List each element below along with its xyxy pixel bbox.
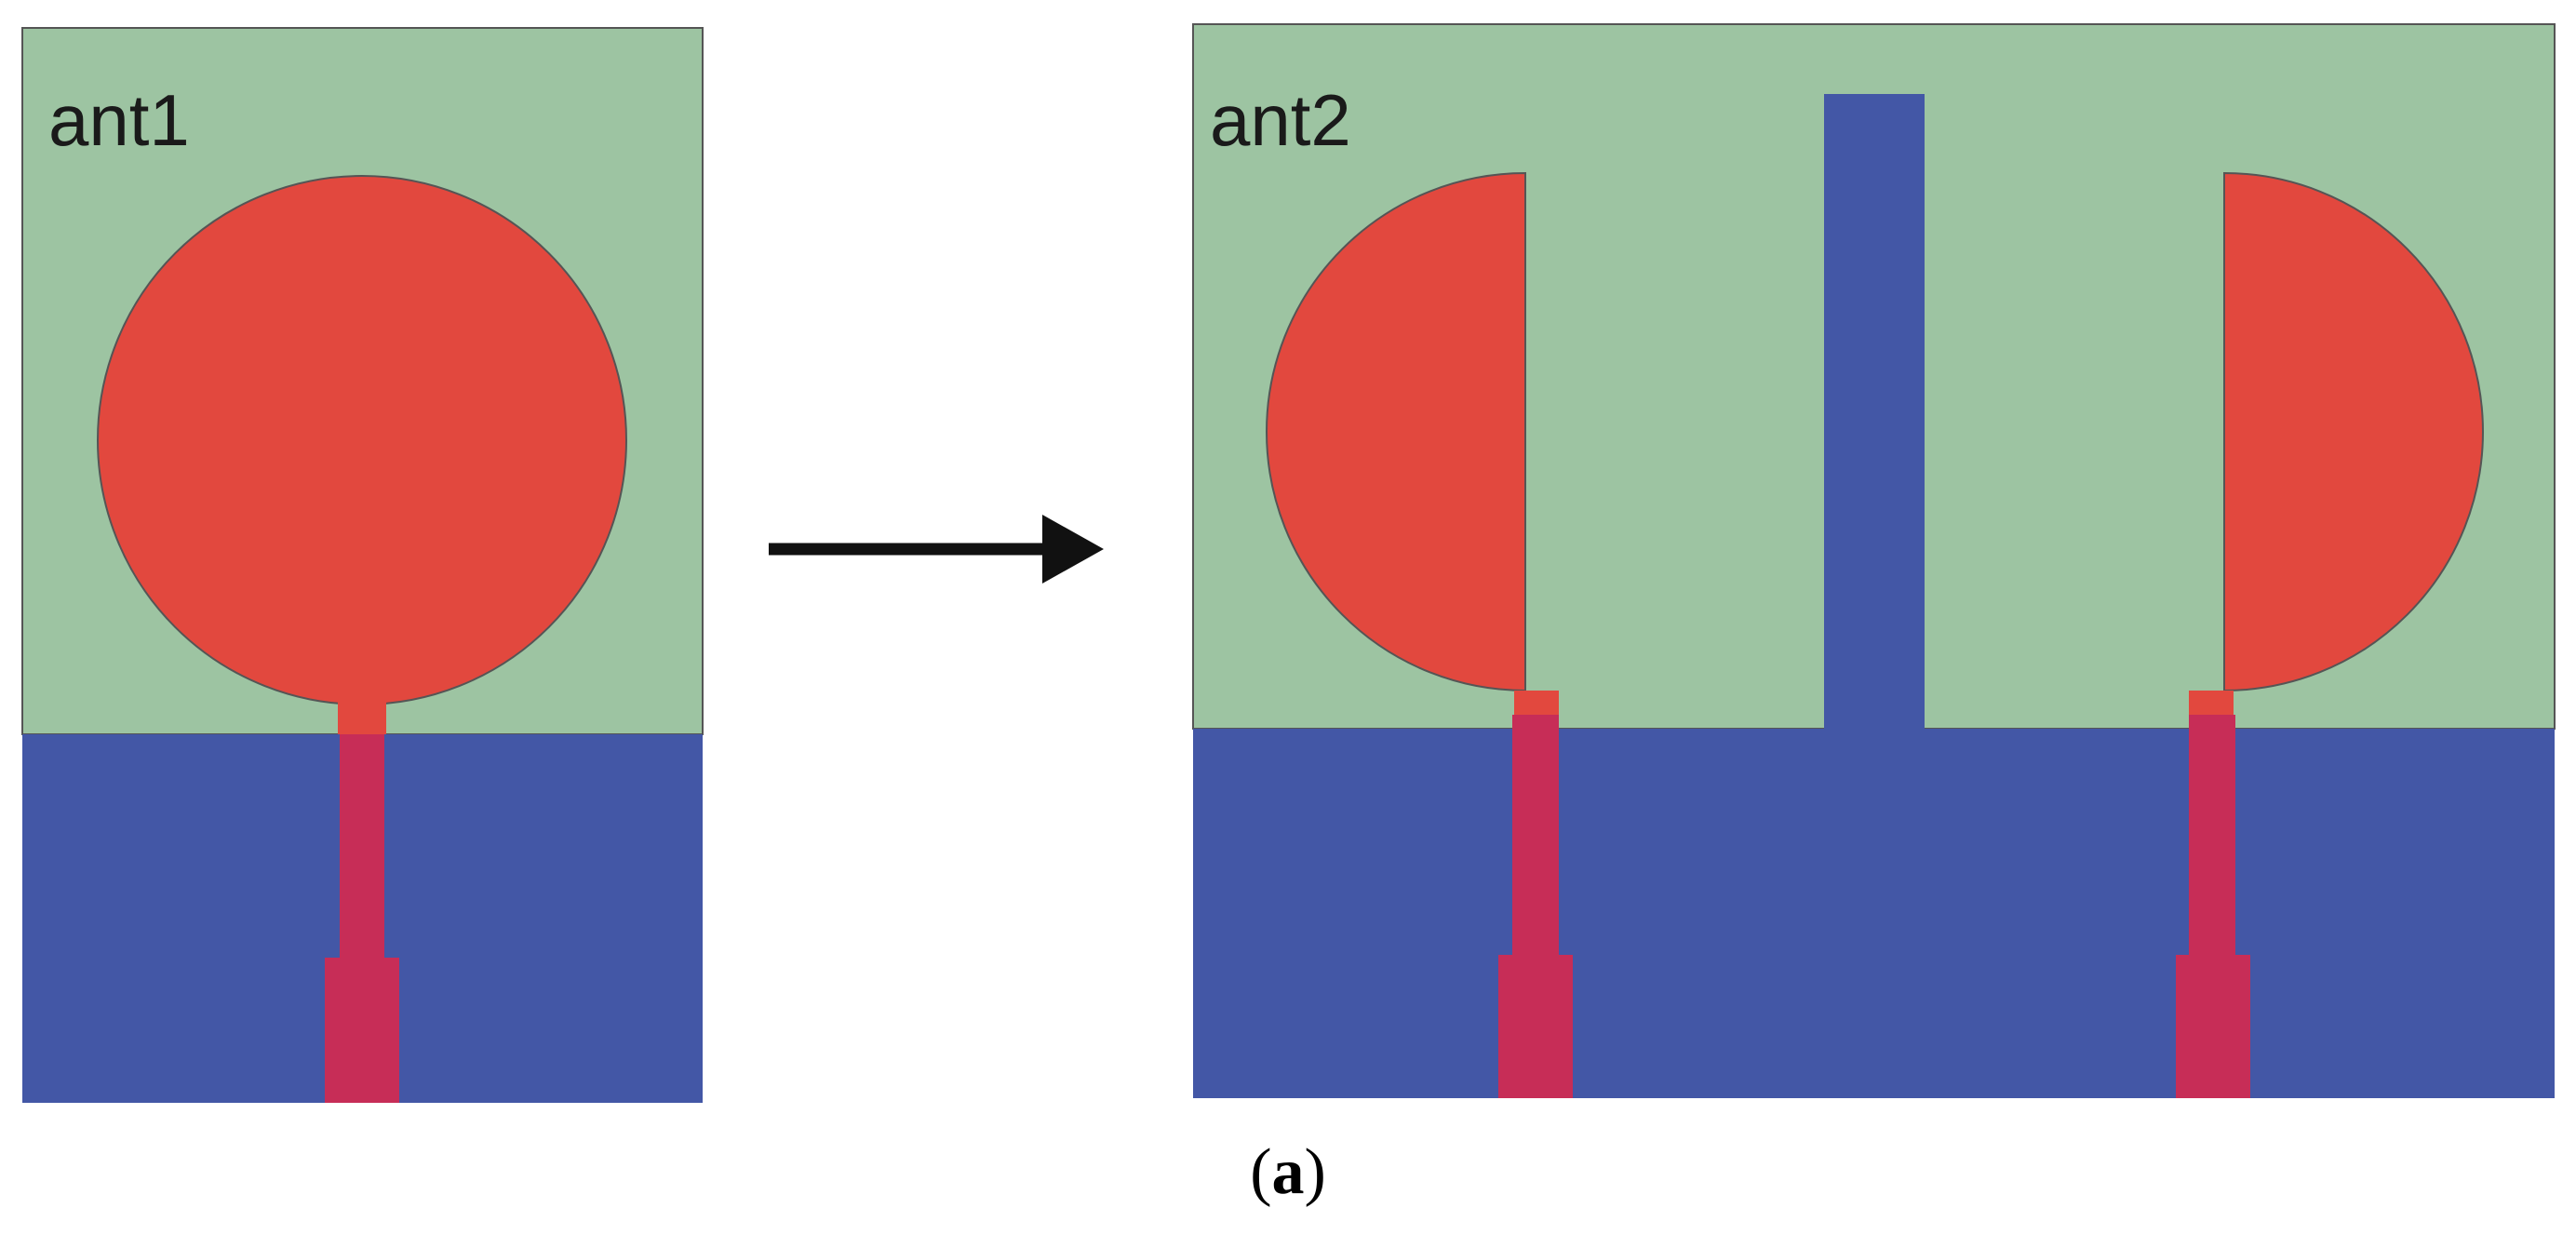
- evolution-arrow: [769, 515, 1104, 584]
- caption-letter: a: [1271, 1136, 1305, 1208]
- ant2-ground-plane: [1193, 729, 2555, 1098]
- ant1-feed-wide: [325, 958, 399, 1103]
- figure-caption: (a): [0, 1140, 2576, 1205]
- ant2-left-feed-line: [1512, 715, 1559, 955]
- ant2-right-half-patch: [2223, 171, 2484, 692]
- arrow-head: [1042, 515, 1104, 584]
- ant1-panel: ant1: [21, 27, 704, 1103]
- ant2-ground-stub: [1824, 94, 1925, 730]
- ant2-right-feed-neck: [2189, 691, 2234, 715]
- caption-open-paren: (: [1250, 1136, 1272, 1208]
- ant2-right-feed-line: [2189, 715, 2235, 955]
- ant2-right-feed-wide: [2176, 955, 2250, 1098]
- ant1-circular-patch: [97, 175, 627, 705]
- ant1-label: ant1: [48, 79, 190, 161]
- ant2-left-feed-wide: [1498, 955, 1573, 1098]
- ant2-panel: ant2: [1192, 23, 2556, 1098]
- ant1-feed-line: [340, 734, 384, 958]
- ant2-label: ant2: [1210, 79, 1351, 161]
- ant2-left-feed-neck: [1514, 691, 1559, 715]
- ant1-feed-neck: [338, 700, 386, 734]
- ant2-left-half-patch: [1266, 171, 1526, 692]
- caption-close-paren: ): [1304, 1136, 1326, 1208]
